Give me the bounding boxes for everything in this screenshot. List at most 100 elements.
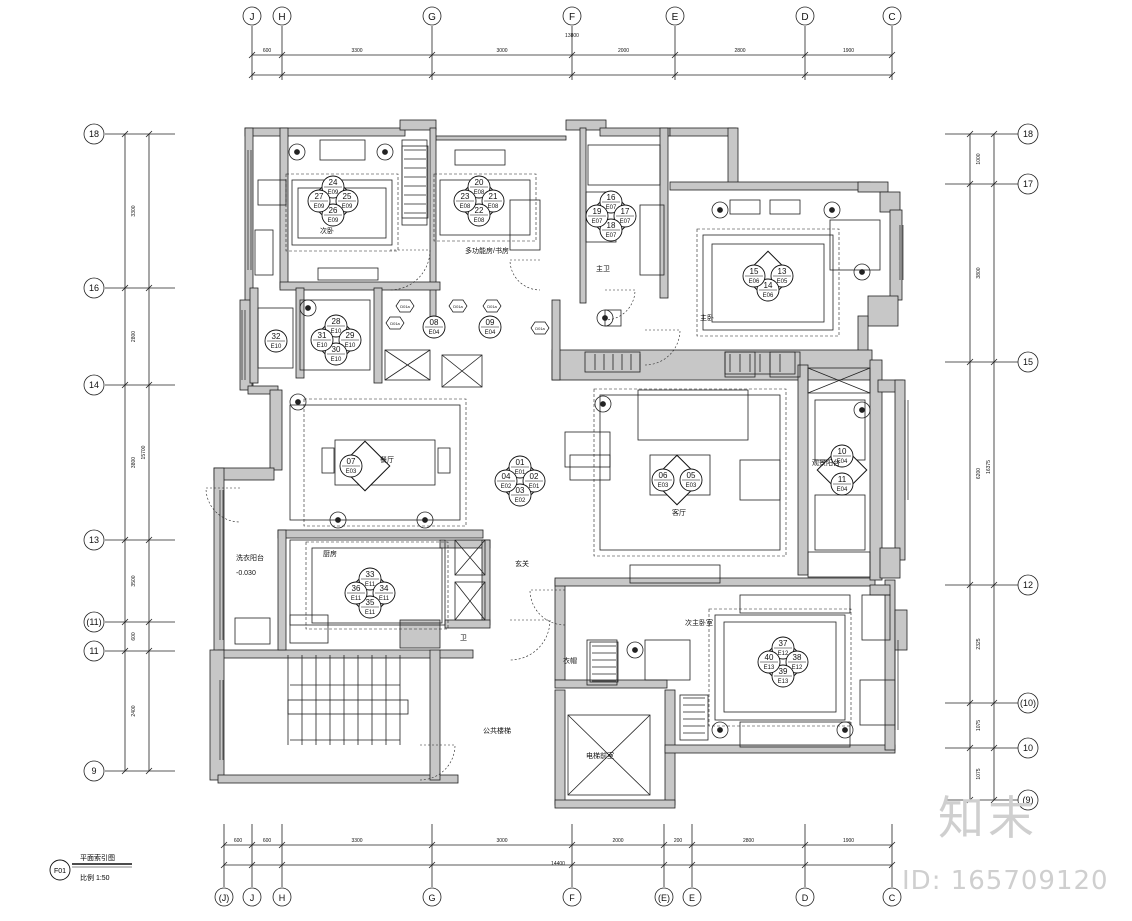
watermark-id: ID: 165709120 — [902, 866, 1109, 896]
ceiling-outline — [433, 173, 537, 242]
door-tag — [395, 299, 415, 313]
door-tag — [530, 321, 550, 335]
light-fixture-center — [632, 647, 638, 653]
legend-scale: 比例 1:50 — [80, 873, 110, 882]
dim-tick — [248, 51, 256, 59]
marker-code: E08 — [460, 204, 471, 210]
marker-number: 17 — [621, 207, 630, 216]
wall — [279, 127, 289, 289]
dim-tick — [278, 841, 286, 849]
grid-label-top: E — [672, 12, 679, 23]
grid-bubble-right — [1017, 737, 1039, 759]
wall — [857, 181, 889, 193]
grid-label-left: 13 — [89, 535, 99, 545]
dim-value: 3800 — [131, 457, 137, 468]
grid-bubble-right — [1017, 789, 1039, 811]
door-swing — [604, 289, 636, 321]
light-fixture — [329, 511, 347, 529]
marker-number: 36 — [352, 584, 361, 593]
fixture — [384, 349, 431, 381]
ceiling-outline — [303, 398, 467, 527]
marker-number: 09 — [486, 318, 495, 327]
elevation-diamond — [757, 636, 809, 688]
marker-code: E02 — [501, 484, 512, 490]
light-fixture — [853, 263, 871, 281]
ceiling-outline — [305, 541, 449, 630]
wall — [444, 619, 491, 629]
wall — [269, 389, 283, 471]
dim-total: 14400 — [551, 861, 565, 867]
dim-value: 600 — [263, 838, 272, 844]
marker-number: 37 — [779, 639, 788, 648]
elevation-diamond — [494, 455, 546, 507]
light-fixture-center — [335, 517, 341, 523]
wall — [879, 191, 901, 213]
marker-number: 40 — [765, 653, 774, 662]
light-fixture — [596, 309, 614, 327]
fixture — [829, 219, 881, 271]
light-fixture-center — [600, 401, 606, 407]
dim-value: 3500 — [131, 575, 137, 586]
dim-tick — [990, 180, 998, 188]
fixture — [254, 229, 274, 276]
wall — [664, 744, 896, 754]
marker-code: E11 — [365, 610, 376, 616]
room-label: 餐厅 — [380, 455, 394, 464]
marker-code: E10 — [331, 357, 342, 363]
marker-code: E07 — [606, 205, 617, 211]
grid-label-bottom: D — [802, 893, 809, 903]
marker-code: E13 — [764, 665, 775, 671]
elevation-diamond — [344, 567, 396, 619]
dim-tick — [428, 51, 436, 59]
dim-tick — [121, 284, 129, 292]
dim-value: 3300 — [351, 48, 362, 54]
walls — [209, 119, 909, 809]
wall — [279, 281, 441, 291]
grid-bubble-left — [83, 760, 105, 782]
grid-bubble-bottom — [422, 887, 442, 907]
marker-number: 29 — [346, 331, 355, 340]
ceiling-outline — [593, 388, 787, 557]
grid-label-right: (10) — [1020, 698, 1036, 708]
room-label: -0.030 — [236, 570, 256, 577]
dim-tick — [801, 51, 809, 59]
dim-value: 2800 — [743, 838, 754, 844]
dim-tick — [966, 180, 974, 188]
fixture — [299, 299, 371, 371]
door-tag-label: D01a — [487, 304, 497, 309]
fixture — [289, 404, 461, 521]
fixture — [679, 694, 709, 741]
wall — [554, 579, 566, 681]
watermark-logo: 知末 — [938, 791, 1038, 845]
fixture — [714, 614, 846, 721]
grid-label-bottom: E — [689, 893, 695, 903]
elevation-diamond — [310, 314, 362, 366]
grid-bubble-right — [1017, 173, 1039, 195]
room-label: 主卧 — [700, 313, 714, 322]
dim-tick — [278, 51, 286, 59]
dim-value: 1900 — [843, 838, 854, 844]
grid-bubble-bottom — [272, 887, 292, 907]
fixture — [629, 564, 721, 584]
ceiling-outline — [696, 228, 840, 337]
dim-tick — [966, 581, 974, 589]
dim-tick — [121, 536, 129, 544]
dim-tick — [145, 618, 153, 626]
wall — [727, 127, 739, 184]
wall — [399, 619, 441, 649]
elevation-diamond — [742, 250, 794, 302]
dim-tick — [966, 130, 974, 138]
dim-tick — [966, 358, 974, 366]
marker-code: E07 — [606, 233, 617, 239]
room-label: 公共楼梯 — [483, 726, 511, 735]
light-fixture — [299, 299, 317, 317]
dim-tick — [990, 796, 998, 804]
marker-number: 01 — [516, 458, 525, 467]
marker-code: E08 — [474, 218, 485, 224]
light-fixture-center — [717, 727, 723, 733]
shaft-cross — [454, 581, 486, 621]
marker-number: 16 — [607, 193, 616, 202]
fixture — [739, 459, 781, 501]
fixture — [454, 539, 486, 576]
marker-code: E02 — [515, 498, 526, 504]
